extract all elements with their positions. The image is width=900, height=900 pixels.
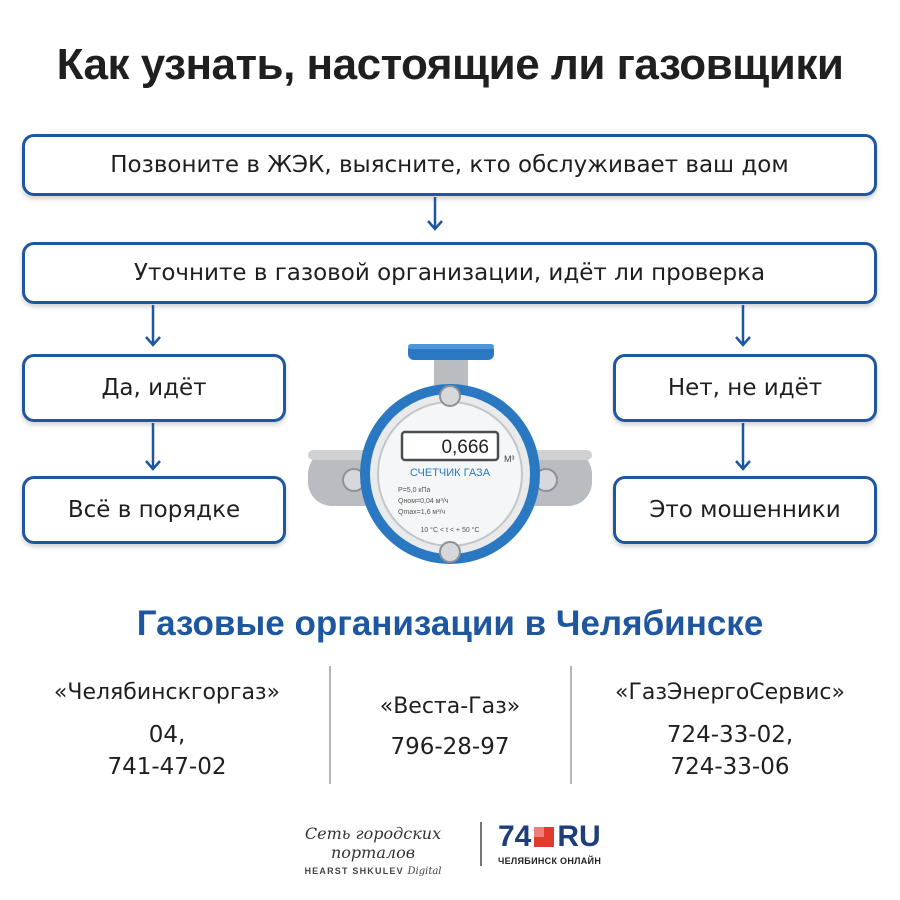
org-phone: 724-33-06 [670,754,790,780]
arrow-no-to-result [735,423,751,471]
org-phone: 741-47-02 [107,754,227,780]
org-name: «ГазЭнергоСервис» [614,680,845,705]
meter-label: СЧЕТЧИК ГАЗА [410,467,491,479]
result-all-good: Всё в порядке [22,476,286,544]
meter-spec-qmax: Qmax=1,6 м³/ч [398,509,446,516]
footer-divider [480,822,482,866]
city-portals-network-logo: Сеть городских порталов HEARST SHKULEV D… [278,824,468,877]
org-name: «Веста-Газ» [379,694,521,719]
org-phone: 796-28-97 [390,734,510,760]
column-divider [570,666,572,784]
meter-spec-pressure: P=5,0 кПа [398,487,431,494]
org-phone: 04, [148,722,186,748]
result-fraudsters: Это мошенники [613,476,877,544]
org-phone: 724-33-02, [666,722,794,748]
meter-unit: М³ [504,454,515,464]
arrow-to-no [735,305,751,347]
column-divider [329,666,331,784]
org-chelyabinskgorgaz: «Челябинскгоргаз» 04, 741-47-02 [22,680,312,783]
meter-temp: 10 °C < t < + 50 °C [420,526,479,534]
74ru-logo: 74 RU ЧЕЛЯБИНСК ОНЛАЙН [498,820,602,867]
step-call-housing-office: Позвоните в ЖЭК, выясните, кто обслужива… [22,134,877,196]
answer-no: Нет, не идёт [613,354,877,422]
org-vesta-gaz: «Веста-Газ» 796-28-97 [336,694,564,763]
org-name: «Челябинскгоргаз» [53,680,281,705]
network-name: Сеть городских порталов [304,824,442,862]
gas-meter-illustration: 0,666 М³ СЧЕТЧИК ГАЗА P=5,0 кПа Qном=0,0… [308,344,592,564]
logo-number: 74 [498,820,532,853]
page-title: Как узнать, настоящие ли газовщики [56,40,844,89]
arrow-to-yes [145,305,161,347]
answer-yes: Да, идёт [22,354,286,422]
logo-subtitle: ЧЕЛЯБИНСК ОНЛАЙН [498,856,602,866]
section-title: Газовые организации в Челябинске [136,604,764,643]
step-check-gas-company: Уточните в газовой организации, идёт ли … [22,242,877,304]
arrow-step1-to-step2 [427,197,443,231]
org-gazenergoservis: «ГазЭнергоСервис» 724-33-02, 724-33-06 [580,680,880,783]
logo-square-icon [534,827,555,847]
meter-reading: 0,666 [441,437,489,458]
arrow-yes-to-result [145,423,161,471]
logo-ru: RU [557,820,601,853]
publisher-name: HEARST SHKULEV Digital [304,866,442,877]
meter-spec-qnom: Qном=0,04 м³/ч [398,498,449,505]
